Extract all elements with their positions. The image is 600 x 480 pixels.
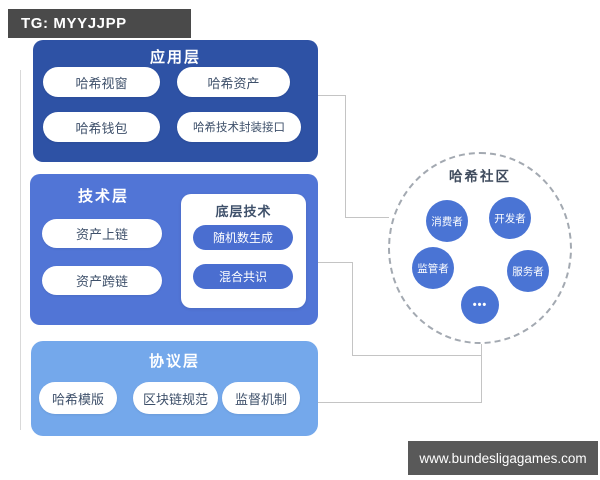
pill-hash-assets: 哈希资产 — [177, 67, 290, 97]
protocol-layer-title: 协议层 — [148, 353, 200, 370]
pill-blockchain-spec: 区块链规范 — [133, 382, 218, 414]
member-service-provider: 服务者 — [507, 250, 549, 292]
pill-supervision-mechanism: 监督机制 — [222, 382, 300, 414]
connector-community-riser — [481, 344, 482, 403]
connector-tech-h2 — [352, 355, 482, 356]
application-layer-box: 应用层 哈希视窗 哈希资产 哈希钱包 哈希技术封装接口 — [33, 40, 318, 162]
technology-layer-box: 技术层 资产上链 资产跨链 底层技术 随机数生成 混合共识 — [30, 174, 318, 325]
tg-watermark-badge: TG: MYYJJPP — [8, 9, 191, 38]
pill-asset-crosschain: 资产跨链 — [42, 266, 162, 295]
pill-hybrid-consensus: 混合共识 — [193, 264, 293, 289]
protocol-layer-box: 协议层 哈希模版 区块链规范 监督机制 — [31, 341, 318, 436]
connector-tech-h1 — [318, 262, 353, 263]
member-ellipsis: ••• — [461, 286, 499, 324]
pill-hash-window: 哈希视窗 — [43, 67, 160, 97]
website-watermark-badge: www.bundesligagames.com — [408, 441, 598, 475]
connector-app-h1 — [318, 95, 345, 96]
member-developer: 开发者 — [489, 197, 531, 239]
community-title: 哈希社区 — [449, 169, 511, 184]
connector-tech-v — [352, 262, 353, 355]
pill-hash-template: 哈希模版 — [39, 382, 117, 414]
pill-asset-onchain: 资产上链 — [42, 219, 162, 248]
pill-hash-wallet: 哈希钱包 — [43, 112, 160, 142]
underlying-tech-panel: 底层技术 随机数生成 混合共识 — [181, 194, 306, 308]
member-regulator: 监管者 — [412, 247, 454, 289]
connector-app-h2 — [345, 217, 389, 218]
connector-proto-h — [318, 402, 482, 403]
community-dashed-ring — [388, 152, 572, 344]
member-consumer: 消费者 — [426, 200, 468, 242]
pill-random-number-gen: 随机数生成 — [193, 225, 293, 250]
tg-badge-label: TG: MYYJJPP — [21, 15, 127, 32]
technology-layer-title: 技术层 — [78, 188, 130, 205]
application-layer-title: 应用层 — [149, 49, 201, 66]
left-ghost-line — [20, 70, 21, 430]
connector-app-v — [345, 95, 346, 217]
website-badge-label: www.bundesligagames.com — [419, 450, 587, 466]
pill-hash-tech-api: 哈希技术封装接口 — [177, 112, 301, 142]
underlying-tech-title: 底层技术 — [215, 204, 272, 219]
